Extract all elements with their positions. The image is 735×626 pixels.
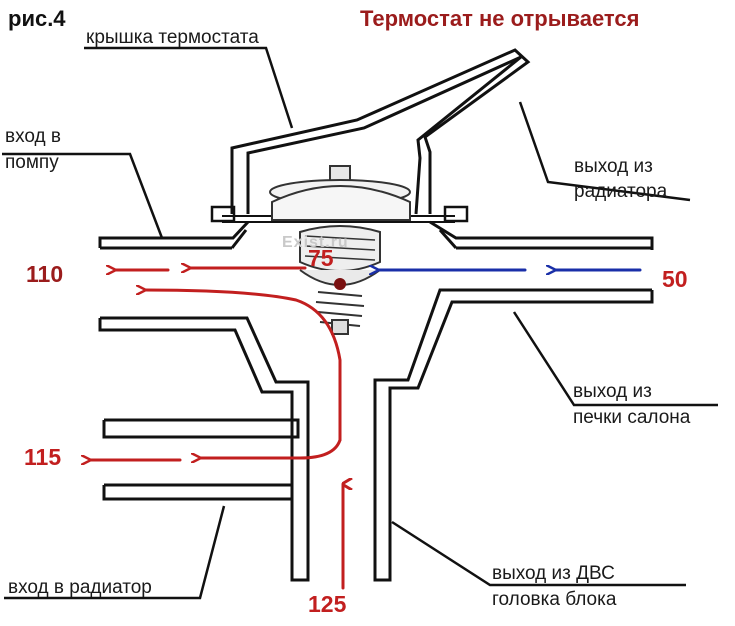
watermark: Exist.ru — [282, 234, 349, 251]
radiator-inlet-branch-wall-lower — [102, 483, 294, 501]
upper-pipe-top-right-link — [438, 229, 458, 249]
upper-pipe-top-wall — [98, 220, 250, 248]
pump-branch-wall — [98, 316, 310, 582]
temp-radiator-return: 50 — [662, 266, 688, 292]
label-radiator-inlet: вход в радиатор — [8, 577, 152, 598]
label-thermostat-cover: крышка термостата — [86, 27, 259, 48]
label-pump-inlet-2: помпу — [5, 152, 59, 173]
label-engine-outlet-2: головка блока — [492, 589, 617, 610]
flow-arrows — [90, 268, 642, 590]
temp-engine-outlet: 125 — [308, 591, 347, 617]
label-heater-outlet-1: выход из — [573, 381, 652, 402]
temp-radiator-inlet: 115 — [24, 444, 62, 470]
leader-radiator-out — [518, 101, 691, 202]
leader-cover — [84, 46, 294, 129]
label-radiator-outlet-2: радиатора — [574, 181, 668, 202]
cover-inner-wall — [246, 55, 522, 215]
cover-outer-wall — [230, 48, 531, 214]
label-heater-outlet-2: печки салона — [573, 407, 691, 428]
upper-pipe-top-left-link — [230, 229, 248, 249]
thermostat-valve-icon — [269, 165, 411, 335]
temp-pump-inlet: 110 — [26, 261, 64, 287]
upper-pipe-bottom-wall — [373, 288, 654, 582]
leader-engine — [391, 520, 686, 587]
temp-thermostat: 75 — [308, 245, 334, 271]
label-pump-inlet-1: вход в — [5, 126, 61, 147]
flow-arrow-bypass — [145, 290, 342, 442]
leader-pump — [2, 152, 164, 239]
leader-lines — [2, 46, 718, 600]
label-radiator-outlet-1: выход из — [574, 156, 653, 177]
radiator-inlet-branch-wall — [102, 418, 300, 439]
label-engine-outlet-1: выход из ДВС — [492, 563, 615, 584]
flange-bolt-right — [443, 205, 469, 223]
figure-label: рис.4 — [8, 6, 66, 31]
leader-radiator-in — [4, 505, 226, 600]
page-title: Термостат не отрывается — [360, 6, 640, 31]
upper-pipe-top-wall-right — [429, 220, 654, 250]
flow-arrow-radiator-1 — [200, 438, 342, 458]
housing-outline — [98, 48, 654, 582]
leader-heater — [512, 311, 718, 407]
